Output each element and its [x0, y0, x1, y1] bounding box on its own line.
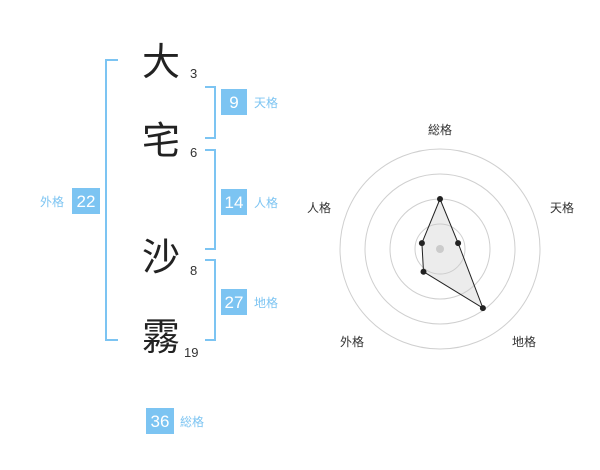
radar-label-chikaku: 地格	[512, 334, 536, 349]
gaikaku-value: 22	[72, 188, 100, 214]
chikaku-label: 地格	[254, 296, 279, 310]
radar-label-tenkaku: 天格	[550, 200, 574, 215]
soukaku-label: 総格	[180, 415, 205, 429]
radar-label-jinkaku: 人格	[307, 200, 331, 215]
name-char-2: 宅	[142, 119, 181, 163]
gaikaku-bracket	[105, 59, 118, 341]
radar-point-gaikaku	[420, 268, 427, 275]
jinkaku-bracket	[205, 149, 216, 250]
radar-ring-1	[414, 223, 466, 275]
tenkaku-value: 9	[221, 89, 247, 115]
radar-label-gaikaku: 外格	[340, 334, 364, 349]
name-char-1: 大	[142, 40, 181, 84]
stroke-count-4: 19	[184, 345, 199, 360]
radar-ring-4	[339, 148, 541, 350]
tenkaku-bracket	[205, 86, 216, 139]
jinkaku-value: 14	[221, 189, 247, 215]
radar-label-soukaku: 総格	[428, 122, 452, 137]
jinkaku-label: 人格	[254, 196, 279, 210]
radar-point-jinkaku	[418, 240, 425, 247]
radar-polygon	[421, 197, 484, 310]
soukaku-value: 36	[146, 408, 174, 434]
radar-point-chikaku	[479, 305, 486, 312]
chikaku-bracket	[205, 259, 216, 341]
tenkaku-label: 天格	[254, 96, 279, 110]
name-char-3: 沙	[142, 235, 181, 279]
name-char-4: 霧	[142, 315, 181, 359]
radar-ring-3	[364, 173, 516, 325]
stroke-count-1: 3	[190, 66, 198, 81]
radar-point-soukaku	[437, 196, 443, 202]
stroke-count-2: 6	[190, 145, 198, 160]
stroke-count-3: 8	[190, 263, 198, 278]
gaikaku-label: 外格	[40, 195, 65, 209]
chikaku-value: 27	[221, 289, 247, 315]
radar-center	[436, 245, 444, 253]
radar-point-tenkaku	[455, 240, 462, 247]
